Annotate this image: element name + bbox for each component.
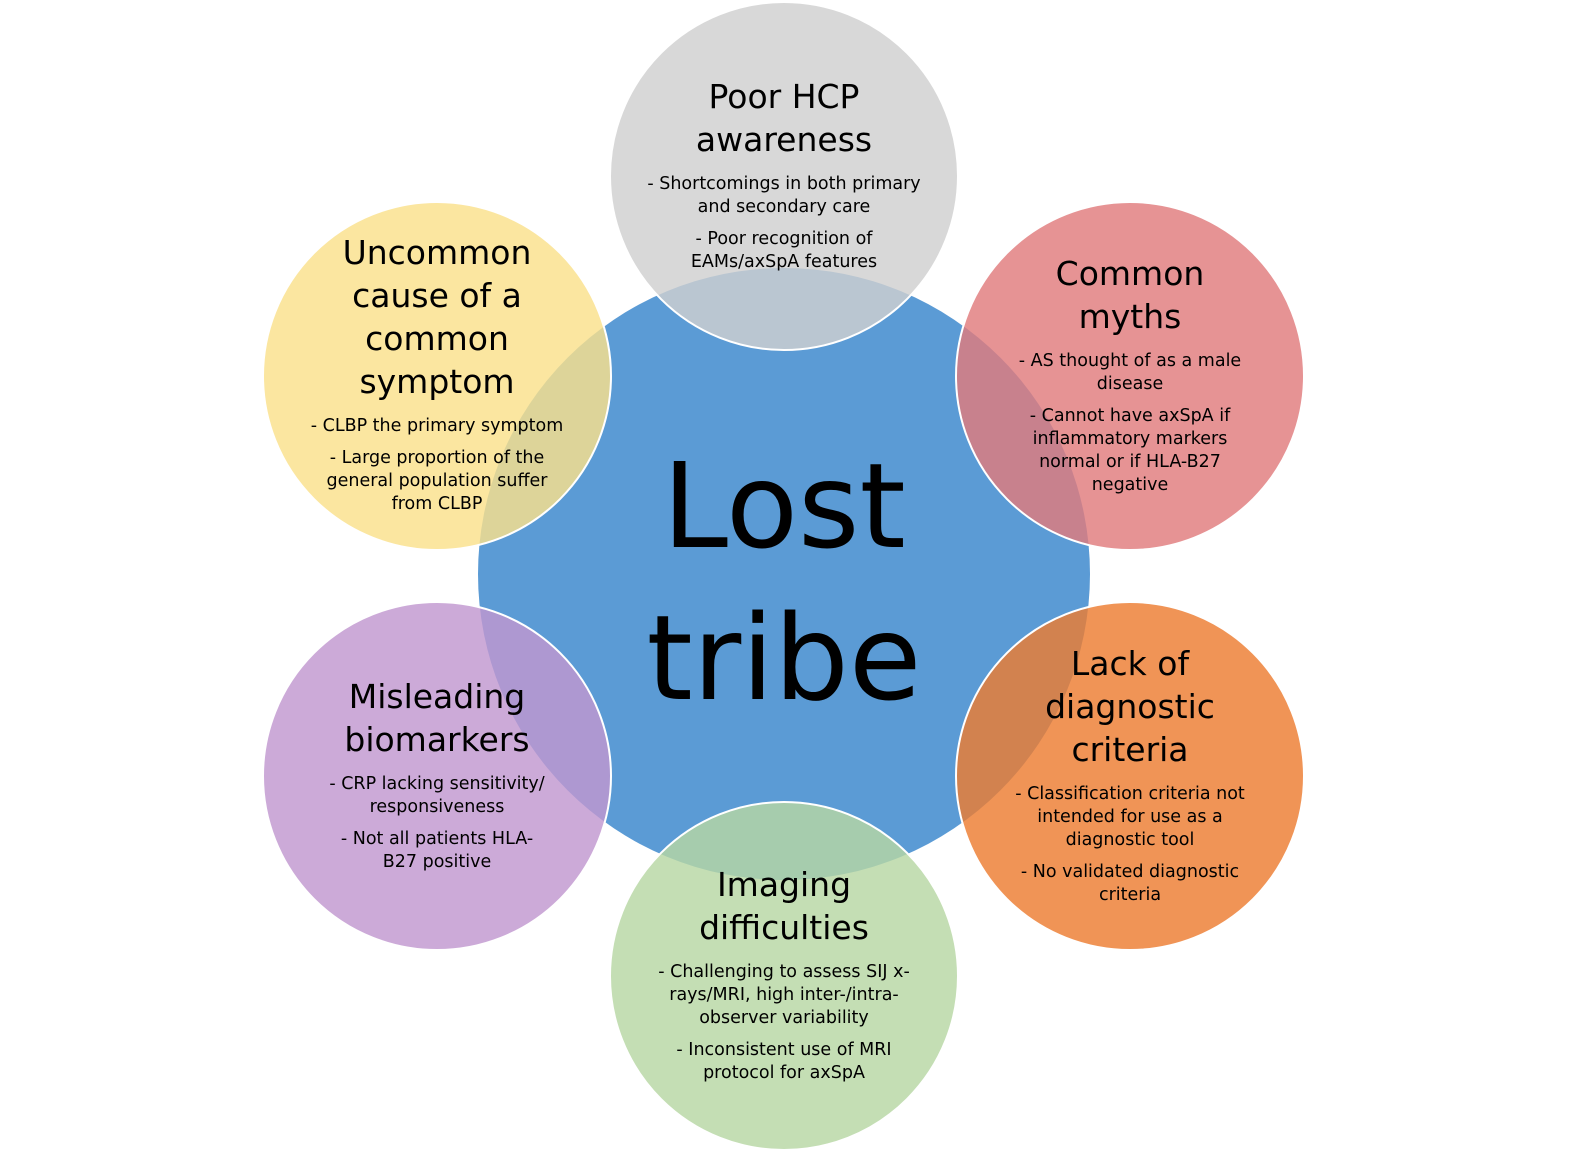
petal-point: - Not all patients HLA-B27 positive (340, 829, 534, 872)
petal-point: - Challenging to assess SIJ x-rays/MRI, … (658, 962, 910, 1028)
petal-points: - Classification criteria not intended f… (995, 783, 1265, 907)
center-title-line1: Lost (662, 437, 906, 575)
petal-text-poor-hcp-awareness: Poor HCP awareness - Shortcomings in bot… (634, 75, 934, 283)
petal-points: - Challenging to assess SIJ x-rays/MRI, … (649, 961, 919, 1085)
petal-title: Common myths (1055, 254, 1205, 336)
petal-points: - AS thought of as a male disease - Cann… (995, 350, 1265, 497)
petal-text-lack-of-diagnostic-criteria: Lack of diagnostic criteria - Classifica… (995, 642, 1265, 916)
petal-points: - CLBP the primary symptom - Large propo… (297, 415, 577, 516)
petal-point: - Classification criteria not intended f… (1015, 784, 1245, 850)
center-title: Lost tribe (578, 430, 990, 734)
petal-point: - CRP lacking sensitivity/ responsivenes… (329, 774, 545, 817)
petal-title: Poor HCP awareness (695, 77, 873, 159)
petal-title: Misleading biomarkers (344, 677, 530, 759)
petal-circle-poor-hcp-awareness (609, 1, 959, 351)
petal-text-common-myths: Common myths - AS thought of as a male d… (995, 252, 1265, 506)
petal-point: - Large proportion of the general popula… (326, 448, 548, 514)
petal-point: - Cannot have axSpA if inflammatory mark… (1029, 406, 1231, 495)
petal-points: - CRP lacking sensitivity/ responsivenes… (302, 773, 572, 874)
petal-circle-common-myths (955, 201, 1305, 551)
center-title-line2: tribe (646, 589, 922, 727)
petal-point: - Inconsistent use of MRI protocol for a… (676, 1040, 892, 1083)
petal-title: Uncommon cause of a common symptom (342, 233, 532, 401)
petal-circle-imaging-difficulties (609, 801, 959, 1151)
petal-text-misleading-biomarkers: Misleading biomarkers - CRP lacking sens… (302, 675, 572, 883)
petal-circle-uncommon-cause (262, 201, 612, 551)
petal-point: - CLBP the primary symptom (310, 416, 564, 436)
petal-circle-misleading-biomarkers (262, 601, 612, 951)
petal-circle-lack-of-diagnostic-criteria (955, 601, 1305, 951)
petal-title: Imaging difficulties (699, 865, 869, 947)
petal-title: Lack of diagnostic criteria (1045, 644, 1215, 769)
petal-point: - Poor recognition of EAMs/axSpA feature… (690, 229, 878, 272)
petal-point: - AS thought of as a male disease (1018, 351, 1242, 394)
petal-points: - Shortcomings in both primary and secon… (634, 173, 934, 274)
petal-text-uncommon-cause: Uncommon cause of a common symptom - CLB… (297, 231, 577, 525)
petal-point: - Shortcomings in both primary and secon… (647, 174, 921, 217)
petal-text-imaging-difficulties: Imaging difficulties - Challenging to as… (649, 863, 919, 1094)
petal-point: - No validated diagnostic criteria (1020, 862, 1240, 905)
